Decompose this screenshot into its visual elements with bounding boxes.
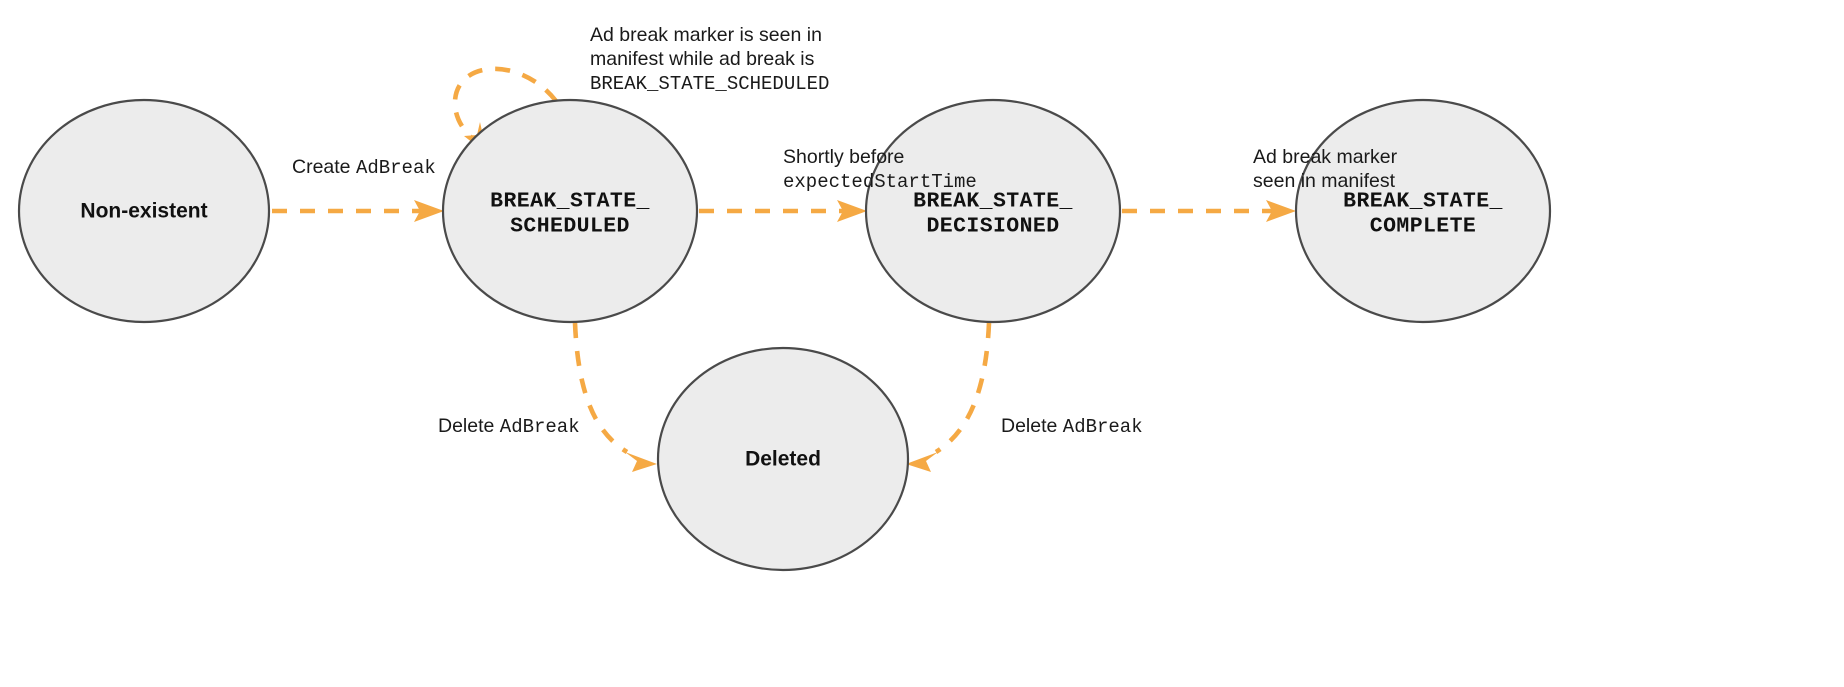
node-break-state-scheduled-shape[interactable] [441, 98, 699, 324]
node-break-state-complete-label-line1: BREAK_STATE_ [1343, 190, 1503, 214]
edge-shortly-before-expected-start-time [699, 200, 867, 222]
edge-marker-seen-in-manifest-arrowhead [1266, 200, 1296, 222]
edge-label-marker-seen-while-scheduled-line1: Ad break marker is seen in [590, 24, 822, 46]
node-break-state-decisioned-label-line2: DECISIONED [926, 215, 1059, 239]
node-non-existent[interactable]: Non-existent [17, 98, 271, 324]
node-break-state-decisioned-shape[interactable] [864, 98, 1122, 324]
node-break-state-complete-shape[interactable] [1294, 98, 1552, 324]
edge-label-delete-from-scheduled-code: AdBreak [500, 416, 580, 438]
edge-shortly-before-expected-start-time-arrowhead [837, 200, 867, 222]
node-break-state-scheduled-label-line2: SCHEDULED [510, 215, 630, 239]
edge-label-create-adbreak-prose: Create [292, 156, 356, 178]
node-break-state-scheduled[interactable]: BREAK_STATE_ SCHEDULED [441, 98, 699, 324]
edge-label-marker-seen-while-scheduled-line2: manifest while ad break is [590, 48, 815, 70]
edge-label-shortly-before-line1: Shortly before [783, 146, 904, 168]
edge-marker-seen-in-manifest [1122, 200, 1296, 222]
edge-label-create-adbreak-code: AdBreak [356, 157, 436, 179]
edge-label-delete-from-decisioned-code: AdBreak [1063, 416, 1143, 438]
node-deleted-label: Deleted [745, 448, 821, 471]
edge-marker-seen-while-scheduled-path [452, 66, 558, 142]
node-deleted[interactable]: Deleted [656, 346, 910, 572]
edge-label-marker-seen-while-scheduled-line3: BREAK_STATE_SCHEDULED [590, 73, 829, 95]
node-deleted-shape[interactable] [656, 346, 910, 572]
edge-label-create-adbreak: Create AdBreak [292, 156, 436, 179]
node-break-state-scheduled-label-line1: BREAK_STATE_ [490, 190, 650, 214]
edge-delete-adbreak-from-scheduled [572, 322, 657, 472]
node-break-state-decisioned-label-line1: BREAK_STATE_ [913, 190, 1073, 214]
edge-delete-adbreak-from-decisioned-arrowhead [906, 452, 938, 472]
edge-delete-adbreak-from-scheduled-path [572, 322, 629, 454]
node-non-existent-label: Non-existent [80, 200, 207, 223]
edge-delete-adbreak-from-decisioned-path [934, 322, 992, 454]
edge-create-adbreak [272, 200, 444, 222]
edge-label-marker-seen-in-manifest-line2: seen in manifest [1253, 170, 1396, 192]
edge-label-delete-from-decisioned-prose: Delete [1001, 415, 1063, 437]
node-break-state-decisioned[interactable]: BREAK_STATE_ DECISIONED [864, 98, 1122, 324]
edge-label-delete-from-scheduled-prose: Delete [438, 415, 500, 437]
node-break-state-complete-label-line2: COMPLETE [1370, 215, 1476, 239]
edge-delete-adbreak-from-scheduled-arrowhead [625, 452, 657, 472]
edge-label-shortly-before-line2: expectedStartTime [783, 171, 977, 193]
node-non-existent-shape[interactable] [17, 98, 271, 324]
edge-create-adbreak-arrowhead [414, 200, 444, 222]
edge-delete-adbreak-from-decisioned [906, 322, 992, 472]
edge-label-delete-adbreak-from-scheduled: Delete AdBreak [438, 415, 580, 438]
edge-label-marker-seen-in-manifest-line1: Ad break marker [1253, 146, 1398, 168]
node-break-state-complete[interactable]: BREAK_STATE_ COMPLETE [1294, 98, 1552, 324]
edge-label-delete-adbreak-from-decisioned: Delete AdBreak [1001, 415, 1143, 438]
